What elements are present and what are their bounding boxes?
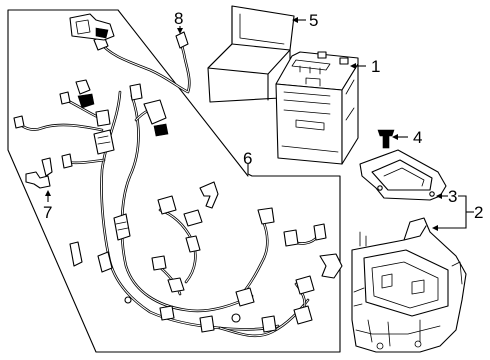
callout-6: 6 xyxy=(243,149,252,168)
battery-hold-down-bracket xyxy=(359,149,447,201)
battery xyxy=(275,51,359,165)
battery-tray xyxy=(351,217,467,353)
callout-1: 1 xyxy=(371,57,380,76)
callout-8: 8 xyxy=(174,9,183,28)
harness-group-boundary xyxy=(7,9,341,353)
callout-5: 5 xyxy=(309,11,318,30)
callout-4: 4 xyxy=(413,128,422,147)
harness-connectors xyxy=(13,79,343,333)
callout-3: 3 xyxy=(448,187,457,206)
fuse-connector xyxy=(69,13,115,41)
callout-2: 2 xyxy=(474,203,483,222)
hold-down-bolt xyxy=(377,129,395,149)
sensor xyxy=(25,157,53,189)
callout-7: 7 xyxy=(43,203,52,222)
